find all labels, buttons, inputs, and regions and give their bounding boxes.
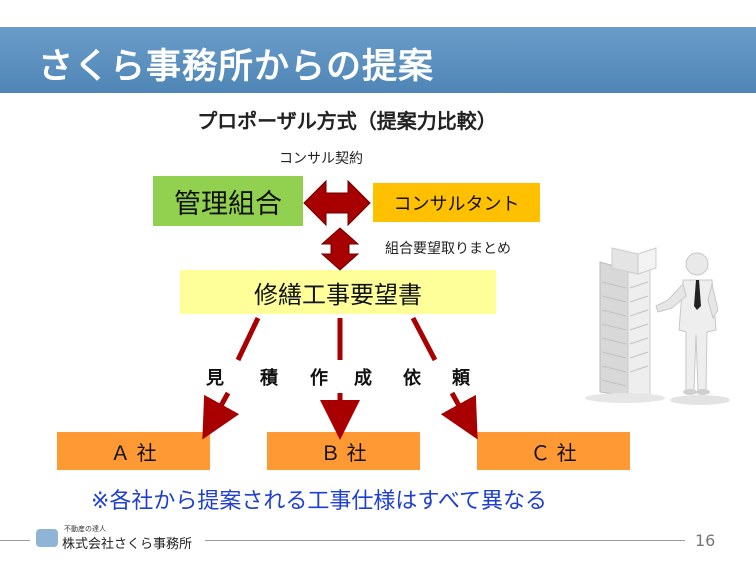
footer-line-left (0, 540, 30, 541)
company-b-box: Ｂ 社 (267, 432, 420, 470)
consultant-box: コンサルタント (373, 183, 540, 222)
estimate-char: 成 (354, 368, 372, 389)
footer-line-right (205, 540, 685, 541)
compile-label: 組合要望取りまとめ (385, 241, 511, 257)
estimate-char: 見 (206, 368, 224, 389)
request-document-box: 修繕工事要望書 (180, 270, 496, 314)
estimate-char: 依 (403, 368, 421, 389)
company-tagline: 不動産の達人 (64, 525, 106, 533)
company-name: 株式会社さくら事務所 (62, 537, 193, 552)
page-number: 16 (695, 531, 716, 550)
company-a-box: Ａ 社 (57, 432, 210, 470)
slide-title: さくら事務所からの提案 (38, 47, 435, 87)
note-text: ※各社から提案される工事仕様はすべて異なる (91, 489, 548, 514)
sakura-logo-icon (36, 529, 58, 547)
arrow-to-company-a-top (235, 316, 261, 362)
estimate-char: 頼 (452, 368, 470, 389)
estimate-char: 作 (310, 368, 328, 389)
double-arrow-vertical (320, 227, 360, 271)
double-arrow-horizontal (303, 179, 371, 227)
contract-label: コンサル契約 (279, 151, 363, 167)
title-bar (0, 27, 756, 93)
arrow-to-company-c (440, 391, 478, 440)
businessman-figure (655, 252, 730, 405)
arrow-to-company-a (202, 391, 240, 440)
kanri-kumiai-box: 管理組合 (153, 176, 303, 226)
building-illustration (585, 247, 665, 403)
diagram-subtitle: プロポーザル方式（提案力比較） (197, 109, 497, 133)
arrow-to-company-c-top (410, 316, 438, 362)
estimate-char: 積 (260, 368, 278, 389)
company-c-box: Ｃ 社 (477, 432, 630, 470)
